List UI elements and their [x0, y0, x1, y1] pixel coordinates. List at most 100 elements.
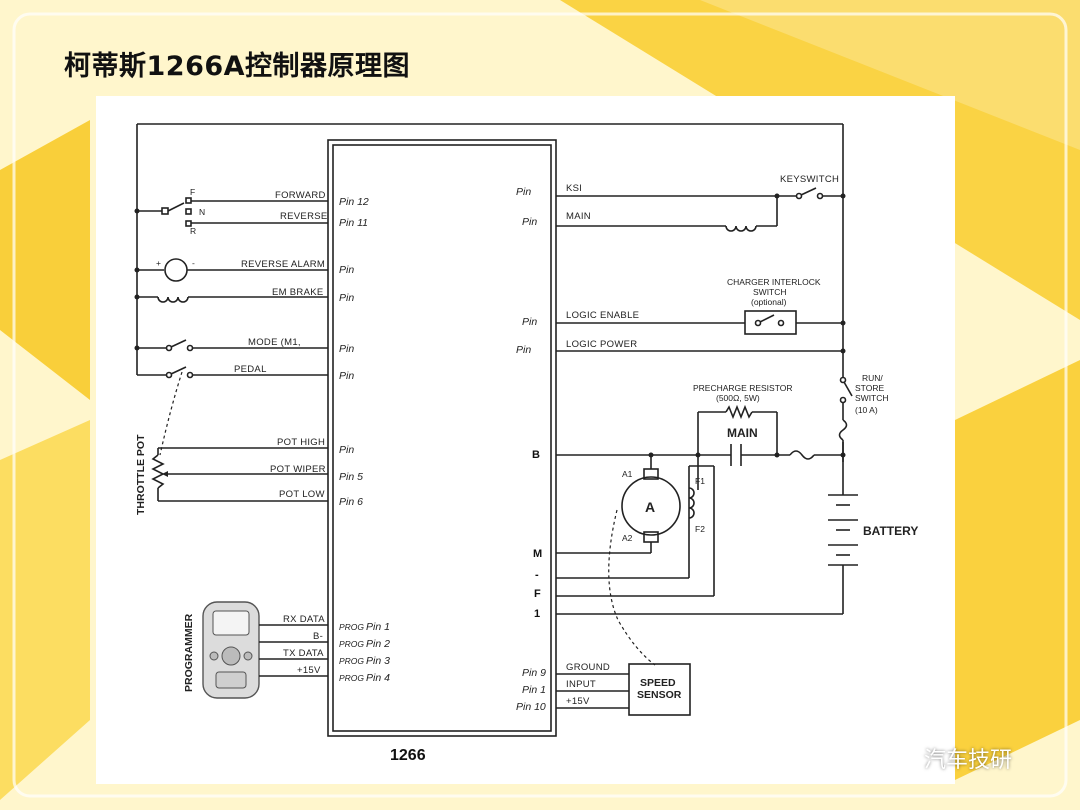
svg-text:Pin: Pin [339, 370, 354, 382]
svg-text:EM BRAKE: EM BRAKE [272, 287, 324, 298]
svg-text:Pin 4: Pin 4 [366, 672, 390, 684]
mode-switch [134, 339, 328, 352]
svg-text:Pin: Pin [339, 264, 354, 276]
svg-text:Pin 6: Pin 6 [339, 496, 363, 508]
svg-text:-: - [535, 569, 539, 581]
svg-text:(500Ω, 5W): (500Ω, 5W) [716, 393, 760, 403]
svg-text:POT WIPER: POT WIPER [270, 464, 326, 475]
svg-text:(10 A): (10 A) [855, 405, 878, 415]
battery: BATTERY [828, 455, 918, 614]
svg-text:Pin 2: Pin 2 [366, 638, 390, 650]
throttle-pot: THROTTLE POT [135, 434, 328, 515]
svg-text:A2: A2 [622, 533, 633, 543]
switch-r: R [190, 226, 196, 236]
schematic-diagram: 1266 F N R + - [96, 96, 955, 784]
svg-text:SPEED: SPEED [640, 677, 676, 689]
svg-text:RX DATA: RX DATA [283, 614, 325, 625]
svg-text:STORE: STORE [855, 383, 884, 393]
svg-text:Pin: Pin [522, 216, 537, 228]
svg-text:Pin: Pin [339, 343, 354, 355]
svg-text:Pin: Pin [516, 344, 531, 356]
throttle-pot-label: THROTTLE POT [135, 434, 147, 515]
svg-text:KSI: KSI [566, 183, 582, 194]
motor: A A1 A2 F1 F2 [556, 455, 843, 666]
svg-text:Pin 1: Pin 1 [366, 621, 390, 633]
switch-f: F [190, 187, 195, 197]
power-terminal-labels: B M - F 1 [532, 449, 542, 620]
svg-text:F: F [534, 588, 541, 600]
svg-text:REVERSE: REVERSE [280, 211, 328, 222]
svg-text:POT LOW: POT LOW [279, 489, 325, 500]
svg-text:CHARGER INTERLOCK: CHARGER INTERLOCK [727, 277, 821, 287]
controller-box: 1266 [327, 139, 557, 764]
left-signal-labels: FORWARD REVERSE REVERSE ALARM EM BRAKE M… [234, 190, 328, 500]
svg-text:RUN/: RUN/ [862, 373, 883, 383]
main-contactor-label: MAIN [727, 426, 758, 440]
svg-text:PROG: PROG [339, 622, 364, 632]
watermark-text: 汽车技研 [924, 748, 1013, 773]
svg-text:F1: F1 [695, 476, 705, 486]
wechat-icon [881, 745, 914, 770]
keyswitch-circuit: KEYSWITCH KSI MAIN Pin Pin [516, 174, 846, 232]
svg-text:Pin 5: Pin 5 [339, 471, 363, 483]
svg-text:1: 1 [534, 608, 540, 620]
programmer: PROGRAMMER RX DATA B- TX DATA +15V PROG … [183, 601, 390, 699]
svg-text:Pin 9: Pin 9 [522, 667, 546, 679]
svg-text:LOGIC ENABLE: LOGIC ENABLE [566, 310, 639, 321]
reverse-alarm: + - [134, 258, 328, 282]
alarm-minus: - [192, 258, 195, 268]
page-title: 柯蒂斯1266A控制器原理图 [64, 51, 411, 82]
left-pin-labels: Pin 12 Pin 11 Pin Pin Pin Pin Pin Pin 5 … [339, 196, 369, 508]
svg-text:PRECHARGE RESISTOR: PRECHARGE RESISTOR [693, 383, 793, 393]
pedal-switch [137, 366, 328, 456]
svg-text:Pin 1: Pin 1 [522, 684, 546, 696]
battery-label: BATTERY [863, 524, 918, 538]
svg-text:B: B [532, 449, 540, 461]
direction-switch: F N R [134, 187, 328, 236]
svg-text:MODE (M1,: MODE (M1, [248, 337, 301, 348]
svg-text:Pin: Pin [522, 316, 537, 328]
speed-sensor: SPEED SENSOR GROUND INPUT +15V Pin 9 Pin… [516, 662, 691, 716]
svg-text:PROG: PROG [339, 656, 364, 666]
svg-text:GROUND: GROUND [566, 662, 610, 673]
svg-text:INPUT: INPUT [566, 679, 596, 690]
svg-text:MAIN: MAIN [566, 211, 591, 222]
svg-text:A1: A1 [622, 469, 633, 479]
svg-text:Pin 10: Pin 10 [516, 701, 546, 713]
motor-label: A [645, 499, 655, 515]
svg-text:+15V: +15V [566, 696, 590, 707]
alarm-plus: + [156, 258, 161, 268]
svg-text:Pin: Pin [339, 444, 354, 456]
svg-text:Pin: Pin [516, 186, 531, 198]
svg-text:FORWARD: FORWARD [275, 190, 326, 201]
controller-name: 1266 [390, 747, 426, 764]
svg-text:SWITCH: SWITCH [753, 287, 787, 297]
svg-text:Pin 11: Pin 11 [339, 217, 368, 229]
svg-text:M: M [533, 548, 542, 560]
svg-text:(optional): (optional) [751, 297, 787, 307]
svg-text:REVERSE ALARM: REVERSE ALARM [241, 259, 325, 270]
svg-text:F2: F2 [695, 524, 705, 534]
switch-n: N [199, 207, 205, 217]
svg-text:Pin 3: Pin 3 [366, 655, 390, 667]
svg-text:SWITCH: SWITCH [855, 393, 889, 403]
em-brake-coil [134, 294, 328, 303]
svg-text:PROG: PROG [339, 639, 364, 649]
svg-text:PROG: PROG [339, 673, 364, 683]
svg-text:+15V: +15V [297, 665, 321, 676]
keyswitch-label: KEYSWITCH [780, 174, 839, 185]
svg-text:PEDAL: PEDAL [234, 364, 267, 375]
svg-text:Pin: Pin [339, 292, 354, 304]
watermark: 汽车技研 [880, 742, 1012, 774]
svg-text:Pin 12: Pin 12 [339, 196, 369, 208]
svg-text:TX DATA: TX DATA [283, 648, 324, 659]
programmer-label: PROGRAMMER [183, 613, 195, 692]
svg-text:LOGIC POWER: LOGIC POWER [566, 339, 637, 350]
run-store-switch: RUN/ STORE SWITCH (10 A) [838, 362, 889, 455]
svg-text:POT HIGH: POT HIGH [277, 437, 325, 448]
svg-text:SENSOR: SENSOR [637, 689, 682, 701]
logic-circuit: CHARGER INTERLOCK SWITCH (optional) LOGI… [516, 196, 846, 462]
power-circuit: MAIN PRECHARGE RESISTOR (500Ω, 5W) [556, 383, 846, 466]
svg-text:B-: B- [313, 631, 323, 642]
